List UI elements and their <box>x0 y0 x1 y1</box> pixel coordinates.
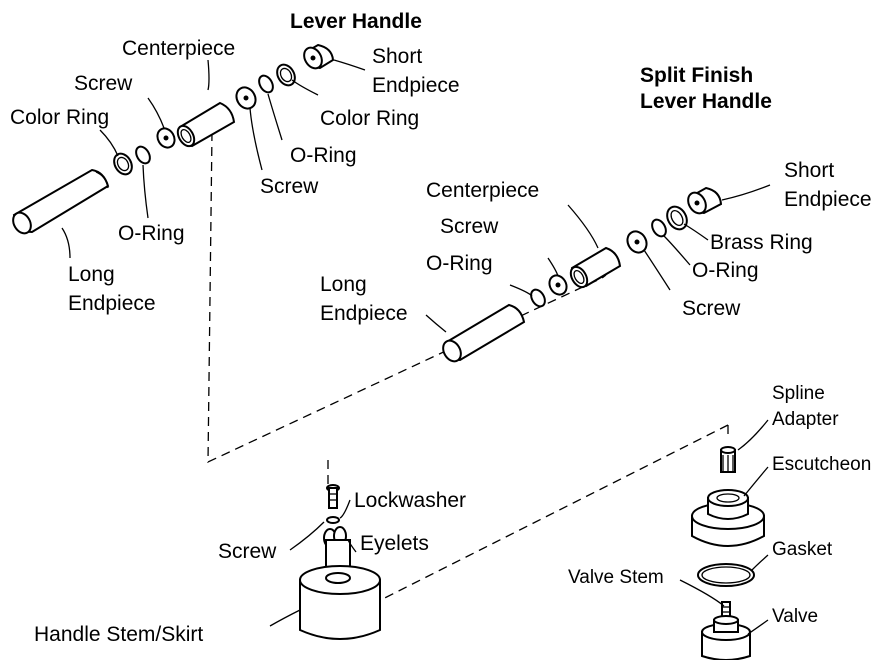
split-finish-parts <box>442 186 723 363</box>
lever-handle-title: Lever Handle <box>290 10 422 33</box>
lockwasher-part <box>326 516 340 524</box>
label-spline-adapter-line2: Adapter <box>772 409 839 430</box>
label-stem-screw: Screw <box>218 540 277 563</box>
label-spline-adapter-line1: Spline <box>772 383 825 404</box>
split-o-ring-left-part <box>530 288 546 308</box>
long-endpiece-part <box>12 168 110 235</box>
label-long-endpiece-line2: Endpiece <box>68 292 156 315</box>
label-short-endpiece-line2: Endpiece <box>372 74 460 97</box>
handle-stem-skirt-part <box>299 539 381 640</box>
label-long-endpiece-line1: Long <box>68 263 115 286</box>
split-finish-title-line1: Split Finish <box>640 64 753 87</box>
valve-part <box>701 615 751 660</box>
split-screw-left-part <box>548 274 568 296</box>
label-split-short-endpiece-line2: Endpiece <box>784 188 872 211</box>
label-screw-right: Screw <box>260 175 319 198</box>
stem-screw-part <box>326 484 340 509</box>
label-split-short-endpiece-line1: Short <box>784 159 834 182</box>
label-brass-ring: Brass Ring <box>710 231 813 254</box>
label-split-centerpiece: Centerpiece <box>426 179 539 202</box>
label-centerpiece: Centerpiece <box>122 37 235 60</box>
label-lockwasher: Lockwasher <box>354 489 466 512</box>
o-ring-left-part <box>135 145 151 165</box>
split-centerpiece-part <box>569 246 622 289</box>
color-ring-left-part <box>113 152 133 176</box>
leader-lines <box>61 59 771 635</box>
spline-adapter-part <box>720 446 736 473</box>
label-o-ring-left: O-Ring <box>118 222 185 245</box>
label-screw-left: Screw <box>74 72 133 95</box>
lever-handle-parts <box>12 43 335 235</box>
label-split-long-endpiece-line2: Endpiece <box>320 302 408 325</box>
short-endpiece-part <box>303 43 335 70</box>
stem-assembly-parts <box>299 484 381 640</box>
split-short-endpiece-part <box>687 186 723 215</box>
gasket-part <box>697 563 755 587</box>
split-finish-title-line2: Lever Handle <box>640 90 772 113</box>
escutcheon-part <box>691 489 765 547</box>
split-screw-right-part <box>626 230 648 254</box>
split-o-ring-right-part <box>651 218 667 238</box>
label-eyelets: Eyelets <box>360 532 429 555</box>
color-ring-right-part <box>276 63 296 87</box>
screw-right-part <box>235 86 257 110</box>
label-split-screw-left: Screw <box>440 215 499 238</box>
label-handle-stem-skirt: Handle Stem/Skirt <box>34 623 203 646</box>
label-split-o-ring-left: O-Ring <box>426 252 493 275</box>
label-short-endpiece-line1: Short <box>372 45 422 68</box>
screw-left-part <box>156 127 176 149</box>
label-split-o-ring-right: O-Ring <box>692 259 759 282</box>
split-long-endpiece-part <box>442 303 526 363</box>
centerpiece-part <box>176 101 236 148</box>
label-escutcheon: Escutcheon <box>772 454 871 475</box>
label-color-ring-right: Color Ring <box>320 107 419 130</box>
label-gasket: Gasket <box>772 539 833 560</box>
split-brass-ring-part <box>666 205 688 231</box>
valve-assembly-parts <box>691 446 765 660</box>
label-valve-stem: Valve Stem <box>568 567 664 588</box>
label-split-long-endpiece-line1: Long <box>320 273 367 296</box>
o-ring-right-part <box>258 74 274 94</box>
label-color-ring-left: Color Ring <box>10 106 109 129</box>
label-split-screw-right: Screw <box>682 297 741 320</box>
label-valve: Valve <box>772 606 818 627</box>
label-o-ring-right: O-Ring <box>290 144 357 167</box>
